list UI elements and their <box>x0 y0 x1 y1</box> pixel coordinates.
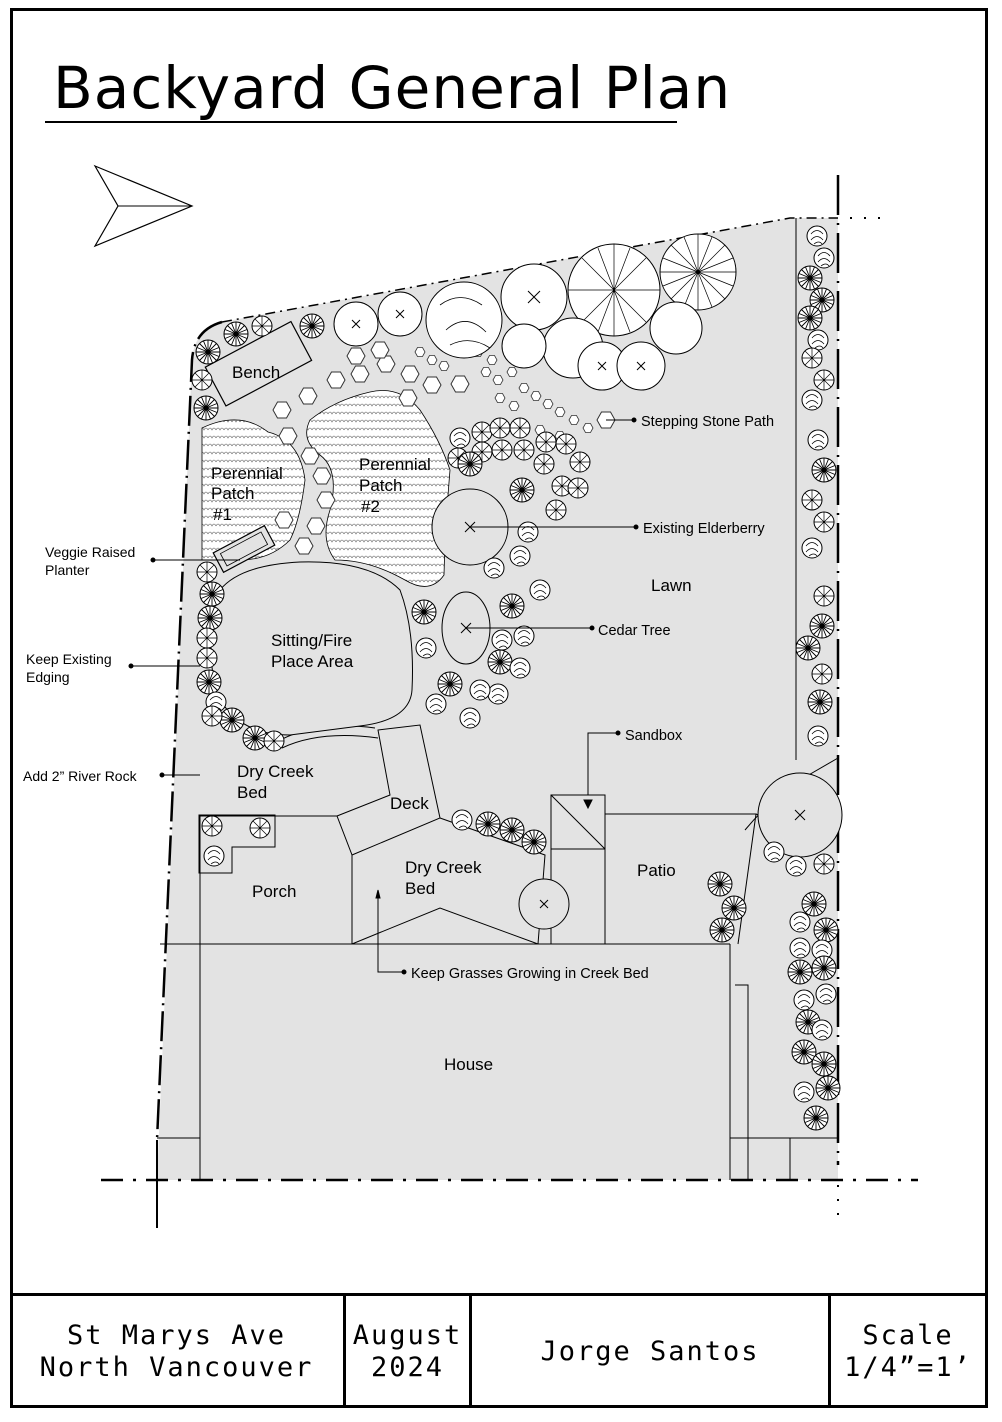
label-bench: Bench <box>232 363 280 382</box>
date-year: 2024 <box>370 1352 445 1383</box>
site-plan: Bench Perennial Patch #1 Perennial Patch… <box>23 164 918 1228</box>
label-house: House <box>444 1055 493 1074</box>
structures <box>157 724 839 1180</box>
label-deck: Deck <box>390 794 429 813</box>
label-patio: Patio <box>637 861 676 880</box>
label-dry-creek-1: Dry Creek Bed <box>237 762 318 802</box>
title-block-address: St Marys Ave North Vancouver <box>10 1296 346 1408</box>
label-sandbox: Sandbox <box>625 728 683 744</box>
label-veggie-planter: Veggie Raised Planter <box>45 544 139 578</box>
title-block: St Marys Ave North Vancouver August 2024… <box>10 1293 988 1408</box>
label-keep-edging: Keep Existing Edging <box>26 651 116 685</box>
label-perennial-2: Perennial Patch #2 <box>359 455 436 516</box>
date-month: August <box>352 1320 463 1351</box>
page-title: Backyard General Plan <box>53 54 732 122</box>
designer-name: Jorge Santos <box>540 1336 760 1367</box>
scale-label: Scale <box>862 1320 954 1351</box>
label-porch: Porch <box>252 882 296 901</box>
label-lawn: Lawn <box>651 576 692 595</box>
address-street: St Marys Ave <box>66 1320 287 1351</box>
label-river-rock: Add 2” River Rock <box>23 768 138 784</box>
label-existing-elderberry: Existing Elderberry <box>643 521 765 537</box>
north-arrow-icon <box>93 164 194 248</box>
label-sitting-area: Sitting/Fire Place Area <box>271 631 357 671</box>
title-block-date: August 2024 <box>346 1296 472 1408</box>
property-line <box>155 320 223 1141</box>
title-underline <box>45 121 677 123</box>
address-city: North Vancouver <box>39 1352 314 1383</box>
creek-tree <box>518 878 570 930</box>
label-cedar-tree: Cedar Tree <box>598 623 671 639</box>
perennial-patch-2 <box>306 390 451 587</box>
label-keep-grasses: Keep Grasses Growing in Creek Bed <box>411 966 649 982</box>
label-stepping-stone-path: Stepping Stone Path <box>641 414 774 430</box>
label-dry-creek-2: Dry Creek Bed <box>405 858 486 898</box>
bench <box>204 320 313 407</box>
label-perennial-1: Perennial Patch #1 <box>211 464 288 524</box>
leader-lines <box>128 417 639 975</box>
title-block-scale: Scale 1/4”=1’ <box>831 1296 985 1408</box>
title-block-designer: Jorge Santos <box>472 1296 831 1408</box>
scale-value: 1/4”=1’ <box>844 1352 972 1383</box>
top-trees <box>333 233 737 391</box>
plan-labels: Bench Perennial Patch #1 Perennial Patch… <box>23 363 774 1074</box>
